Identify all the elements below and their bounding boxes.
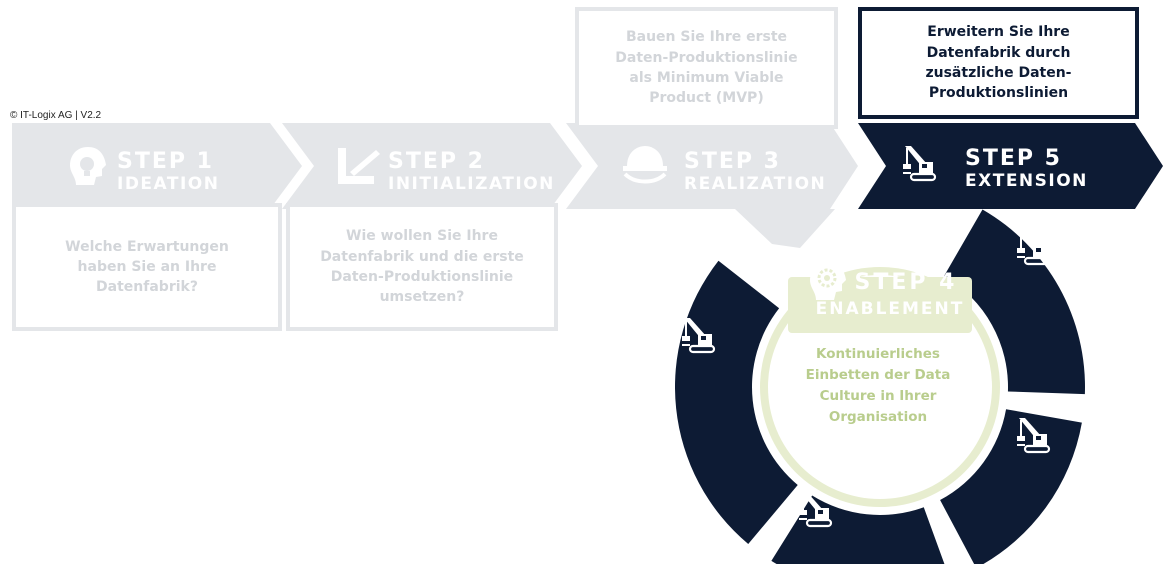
step-2-number: STEP 2	[388, 149, 485, 174]
step-5-arrow	[858, 123, 1163, 209]
step-2-description: Wie wollen Sie Ihre Datenfabrik und die …	[320, 228, 524, 306]
step-2-arrow	[282, 123, 582, 209]
ring-crane-icon-1	[1017, 230, 1051, 266]
step-4-description: Kontinuierliches Einbetten der Data Cult…	[805, 346, 951, 425]
ring-segment-1	[944, 209, 1085, 395]
ring-crane-icon-4	[682, 318, 716, 354]
ring-crane-icon-3	[799, 492, 833, 528]
step-1-description-box: Welche Erwartungen haben Sie an Ihre Dat…	[12, 203, 282, 331]
crawler-crane-icon	[903, 146, 937, 182]
hardhat-icon	[623, 146, 667, 184]
step-2-label: STEP 2 INITIALIZATION	[388, 149, 555, 195]
ring-segment-4	[675, 260, 798, 545]
step-4-name: ENABLEMENT	[815, 299, 965, 319]
lightbulb-head-icon	[70, 147, 106, 185]
step-3-description: Bauen Sie Ihre erste Daten-Produktionsli…	[615, 29, 798, 107]
set-square-icon	[338, 148, 380, 184]
step-5-label: STEP 5 EXTENSION	[965, 146, 1088, 192]
ring-crane-icon-2	[1017, 418, 1051, 454]
ring-segment-2	[940, 409, 1082, 564]
step-2-description-box: Wie wollen Sie Ihre Datenfabrik und die …	[286, 203, 558, 331]
step-4-label: STEP 4 ENABLEMENT	[800, 270, 980, 319]
brain-gear-icon	[810, 262, 846, 300]
copyright-notice: © IT-Logix AG | V2.2	[10, 110, 102, 121]
step-2-name: INITIALIZATION	[388, 174, 555, 194]
step-1-number: STEP 1	[117, 149, 214, 174]
step-3-number: STEP 3	[684, 149, 781, 174]
step-5-number: STEP 5	[965, 146, 1062, 171]
step-4-number: STEP 4	[854, 270, 958, 295]
ring-segment-3	[771, 495, 945, 564]
step-5-description: Erweitern Sie Ihre Datenfabrik durch zus…	[925, 24, 1072, 102]
step-1-label: STEP 1 IDEATION	[117, 149, 220, 195]
step-5-description-box: Erweitern Sie Ihre Datenfabrik durch zus…	[858, 7, 1139, 119]
step-1-arrow	[12, 123, 302, 209]
step-3-description-box: Bauen Sie Ihre erste Daten-Produktionsli…	[575, 7, 838, 129]
step-5-name: EXTENSION	[965, 171, 1088, 191]
step-1-description: Welche Erwartungen haben Sie an Ihre Dat…	[65, 238, 229, 296]
step-3-label: STEP 3 REALIZATION	[684, 149, 827, 195]
step-3-arrow	[566, 123, 858, 209]
step-1-name: IDEATION	[117, 174, 220, 194]
step-3-name: REALIZATION	[684, 174, 827, 194]
step-3-arrow-tail	[735, 209, 835, 248]
